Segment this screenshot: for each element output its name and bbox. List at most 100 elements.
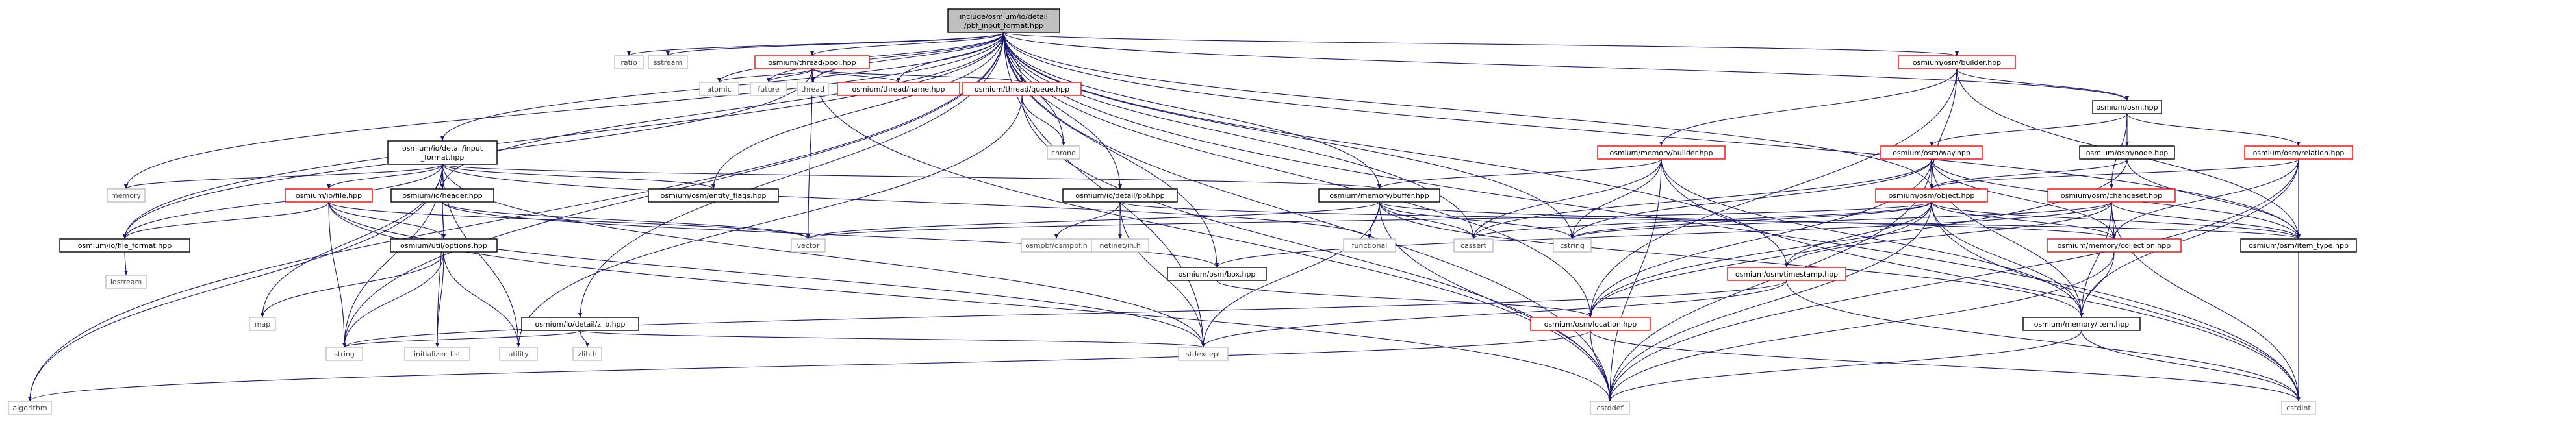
node-item[interactable]: osmium/memory/item.hpp <box>2022 317 2141 331</box>
node-box <box>750 82 787 96</box>
node-collection[interactable]: osmium/memory/collection.hpp <box>2047 238 2182 253</box>
edge-input_format-to-memory <box>124 164 443 190</box>
edge-pbf_input_format-to-cstddef <box>1003 32 1612 402</box>
edge-mem_builder-to-cstdint <box>1661 158 2301 402</box>
node-label: initializer_list <box>414 350 461 358</box>
edge-file_format-to-iostream <box>123 251 128 276</box>
node-box <box>2022 317 2141 331</box>
node-box <box>2240 238 2357 253</box>
node-mem-builder[interactable]: osmium/memory/builder.hpp <box>1597 145 1726 160</box>
node-osm-builder[interactable]: osmium/osm/builder.hpp <box>1898 55 2016 69</box>
edge-pbf_input_format-to-osm_builder <box>1003 32 1959 56</box>
edge-item-to-cstdint <box>2081 330 2301 402</box>
node-label: osmium/osm/item_type.hpp <box>2249 241 2349 250</box>
node-file-hpp[interactable]: osmium/io/file.hpp <box>285 188 373 203</box>
edge-object-to-cstddef <box>1608 201 1932 402</box>
edge-way-to-collection <box>1931 158 2116 240</box>
node-box <box>2244 145 2353 160</box>
node-label: sstream <box>654 58 682 67</box>
node-box <box>1062 188 1178 203</box>
node-header[interactable]: osmium/io/header.hpp <box>390 188 494 203</box>
edge-timestamp-to-stdexcept <box>1201 280 1787 348</box>
edge-file_hpp-to-vector <box>328 201 810 240</box>
dependency-edges <box>28 32 2301 402</box>
edge-pbf_input_format-to-future <box>767 32 1004 83</box>
edge-pool-to-thread_name <box>811 68 900 83</box>
node-changeset[interactable]: osmium/osm/changeset.hpp <box>2047 188 2176 203</box>
node-node-hpp[interactable]: osmium/osm/node.hpp <box>2079 145 2175 160</box>
edge-osm_builder-to-location <box>1588 68 1958 318</box>
node-box[interactable]: osmium/osm/box.hpp <box>1167 267 1267 281</box>
node-label: stdexcept <box>1186 350 1221 358</box>
node-chrono: chrono <box>1047 145 1080 160</box>
edge-mem_builder-to-buffer <box>1377 158 1662 190</box>
edge-file_hpp-to-stdexcept <box>328 201 1205 348</box>
node-thread-name[interactable]: osmium/thread/name.hpp <box>837 82 960 96</box>
node-label: osmium/memory/builder.hpp <box>1609 149 1713 157</box>
node-options[interactable]: osmium/util/options.hpp <box>390 238 498 253</box>
edge-pbf_input_format-to-pbf_hpp <box>1003 32 1122 190</box>
node-box <box>2079 145 2175 160</box>
edge-pbf_input_format-to-pool <box>810 32 1004 56</box>
node-box <box>572 347 602 361</box>
node-sstream: sstream <box>648 55 688 69</box>
node-label: osmium/osm/changeset.hpp <box>2061 192 2162 200</box>
edge-pool-to-atomic <box>717 68 813 83</box>
node-box <box>1167 267 1267 281</box>
node-way[interactable]: osmium/osm/way.hpp <box>1880 145 1983 160</box>
edge-item-to-cstddef <box>1608 330 2082 402</box>
node-label: string <box>334 350 355 358</box>
node-entity-flags[interactable]: osmium/osm/entity_flags.hpp <box>648 188 779 203</box>
edge-pool-to-future <box>767 68 813 83</box>
node-queue[interactable]: osmium/thread/queue.hpp <box>962 82 1082 96</box>
edge-mem_builder-to-cstddef <box>1608 158 1662 402</box>
edge-pbf_input_format-to-buffer <box>1003 32 1381 190</box>
node-zlib[interactable]: osmium/io/detail/zlib.hpp <box>521 317 639 331</box>
edge-timestamp-to-string <box>342 280 1787 348</box>
edge-changeset-to-box <box>1215 201 2112 268</box>
node-box <box>1553 238 1592 253</box>
node-buffer[interactable]: osmium/memory/buffer.hpp <box>1318 188 1440 203</box>
edge-pbf_input_format-to-osm_hpp <box>1003 32 2129 101</box>
node-box <box>837 82 960 96</box>
edge-file_hpp-to-cstddef <box>328 201 1612 402</box>
edge-buffer-to-stdexcept <box>1201 201 1380 348</box>
edge-pbf_hpp-to-stdexcept <box>1119 201 1205 348</box>
node-file-format[interactable]: osmium/io/file_format.hpp <box>59 238 190 253</box>
edge-options-to-utility <box>443 251 520 348</box>
edge-mem_builder-to-cstring <box>1570 158 1662 240</box>
edge-object-to-item <box>1931 201 2084 318</box>
node-relation[interactable]: osmium/osm/relation.hpp <box>2244 145 2353 160</box>
node-box <box>797 82 829 96</box>
node-box <box>1091 238 1149 253</box>
node-timestamp[interactable]: osmium/osm/timestamp.hpp <box>1727 267 1846 281</box>
node-pbf-input-format: include/osmium/io/detail/pbf_input_forma… <box>947 8 1060 33</box>
node-label: osmium/io/file_format.hpp <box>78 241 172 250</box>
edge-mem_builder-to-cassert <box>1472 158 1662 240</box>
node-location[interactable]: osmium/osm/location.hpp <box>1530 317 1651 331</box>
node-box <box>390 188 494 203</box>
edge-collection-to-cstddef <box>1608 251 2115 402</box>
node-algorithm: algorithm <box>8 401 52 415</box>
edge-zlib-to-zlib_h <box>580 330 589 348</box>
node-label: utility <box>508 350 529 358</box>
edge-header-to-vector <box>442 201 810 240</box>
node-osm-hpp[interactable]: osmium/osm.hpp <box>2092 100 2162 114</box>
node-cassert: cassert <box>1453 238 1494 253</box>
node-label: osmium/io/file.hpp <box>296 192 362 200</box>
node-box <box>1898 55 2016 69</box>
edge-object-to-collection <box>1931 201 2116 240</box>
node-item-type[interactable]: osmium/osm/item_type.hpp <box>2240 238 2357 253</box>
edge-pbf_input_format-to-cstring <box>1003 32 1574 240</box>
node-box <box>285 188 373 203</box>
node-input-format[interactable]: osmium/io/detail/input_format.hpp <box>387 140 498 165</box>
node-box <box>387 140 498 165</box>
node-object[interactable]: osmium/osm/object.hpp <box>1875 188 1988 203</box>
node-pbf-hpp[interactable]: osmium/io/detail/pbf.hpp <box>1062 188 1178 203</box>
node-pool[interactable]: osmium/thread/pool.hpp <box>754 55 870 69</box>
node-label: osmium/osm.hpp <box>2096 103 2158 112</box>
node-zlib-h: zlib.h <box>572 347 602 361</box>
edge-zlib-to-stdexcept <box>580 330 1205 348</box>
edge-osm_builder-to-osm_hpp <box>1956 68 2129 101</box>
